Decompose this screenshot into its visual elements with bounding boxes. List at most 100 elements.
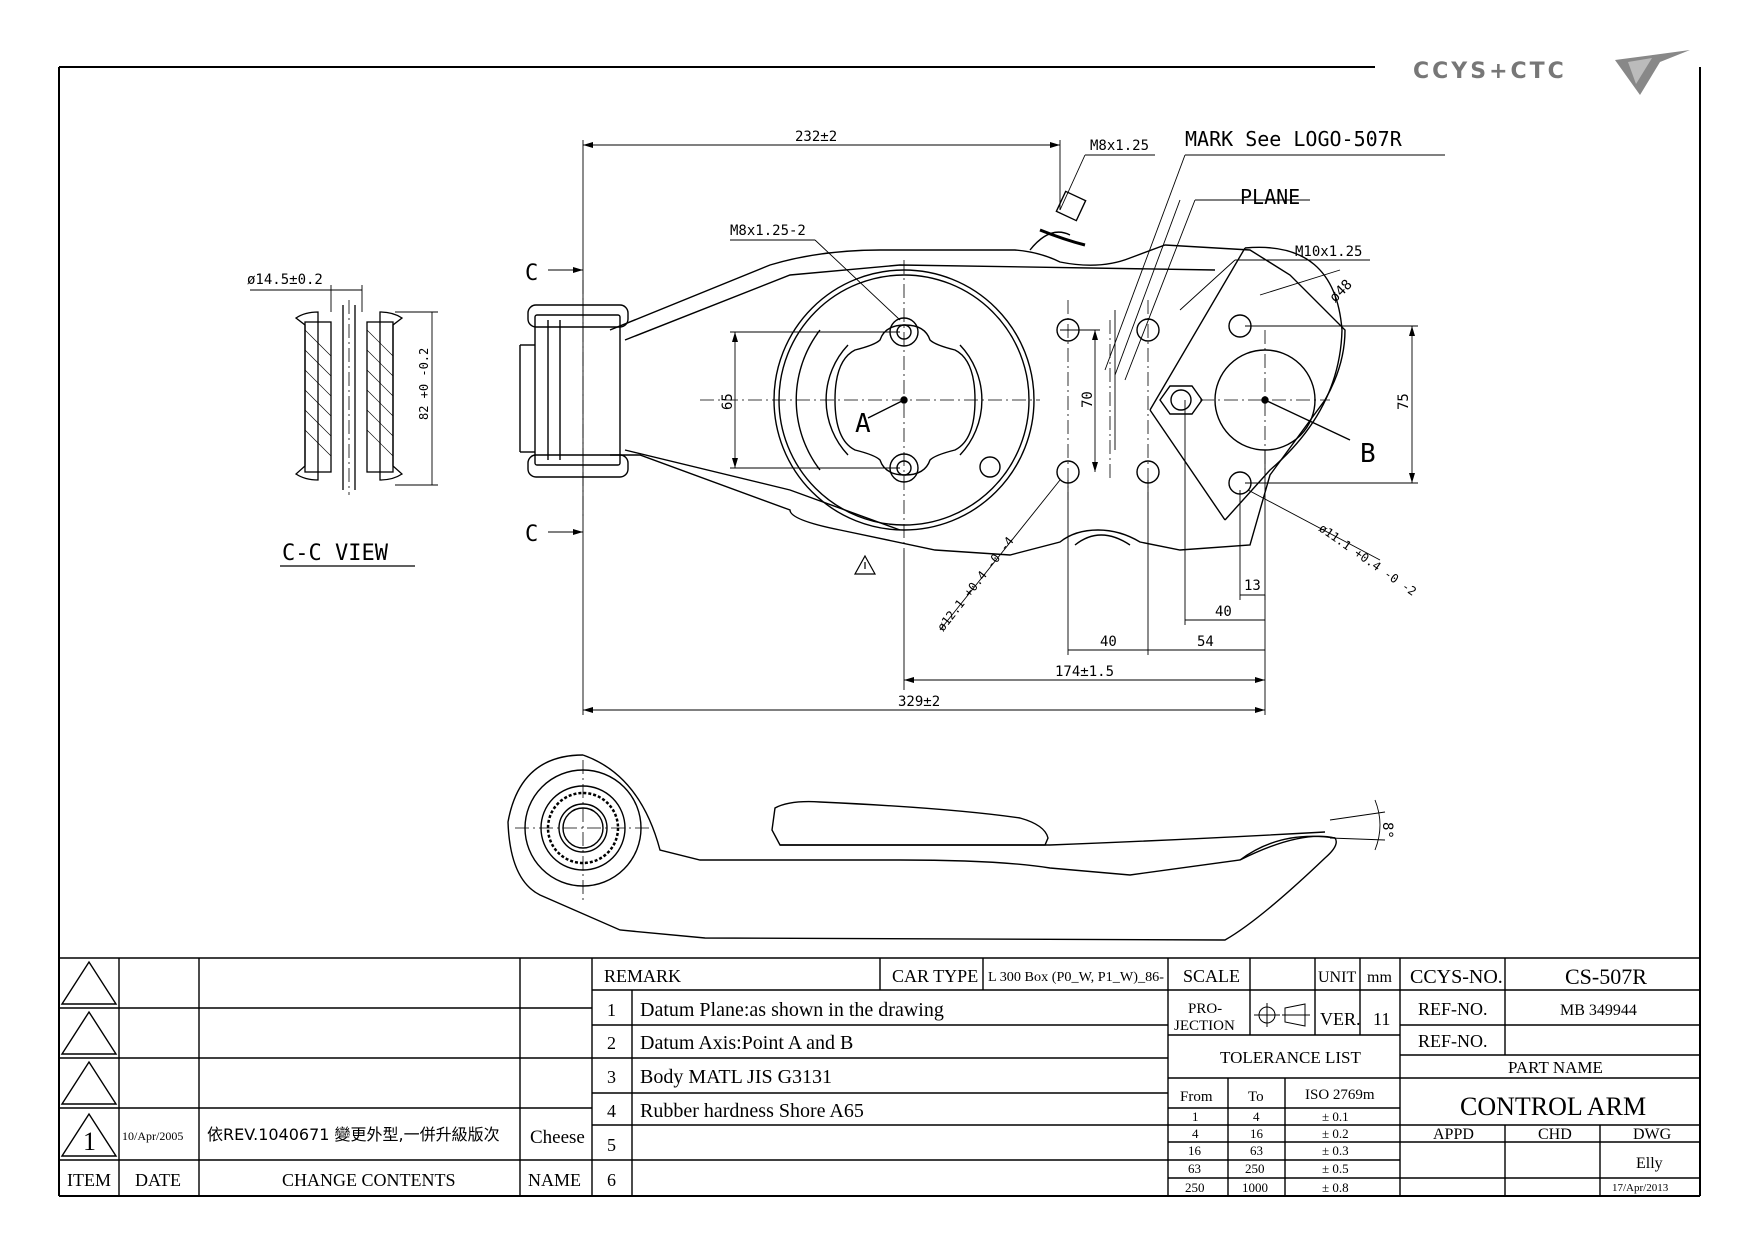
point-a-label: A bbox=[855, 409, 871, 439]
unit-label: UNIT bbox=[1318, 969, 1356, 986]
remark-3-text: Body MATL JIS G3131 bbox=[640, 1066, 832, 1088]
cc-view-title: C-C VIEW bbox=[282, 541, 389, 566]
dwg-label: DWG bbox=[1633, 1126, 1672, 1143]
remark-1-text: Datum Plane:as shown in the drawing bbox=[640, 999, 944, 1021]
tolerance-title: TOLERANCE LIST bbox=[1220, 1048, 1361, 1067]
dim-40-right: 40 bbox=[1215, 604, 1232, 620]
dim-m8-2: M8x1.25-2 bbox=[730, 223, 806, 239]
dim-angle-8: 8° bbox=[1379, 822, 1395, 839]
dim-54: 54 bbox=[1197, 634, 1214, 650]
ref-no-value: MB 349944 bbox=[1560, 1002, 1637, 1019]
mark-logo-label: MARK See LOGO-507R bbox=[1185, 127, 1403, 151]
scale-label: SCALE bbox=[1183, 966, 1240, 986]
logo-swoosh-icon bbox=[1615, 50, 1690, 95]
tol-row-1-tol: ± 0.1 bbox=[1322, 1109, 1349, 1124]
dim-65: 65 bbox=[720, 393, 736, 410]
ref-no-label: REF-NO. bbox=[1418, 999, 1488, 1019]
sheet-border bbox=[58, 66, 1701, 1197]
tol-row-5-to: 1000 bbox=[1242, 1180, 1268, 1195]
remark-2-no: 2 bbox=[607, 1033, 616, 1053]
ref-no-2-label: REF-NO. bbox=[1418, 1031, 1488, 1051]
revision-row-1-name: Cheese bbox=[530, 1127, 585, 1148]
tol-header-iso: ISO 2769m bbox=[1305, 1087, 1375, 1103]
dim-70: 70 bbox=[1080, 391, 1096, 408]
remark-6-no: 6 bbox=[607, 1170, 616, 1190]
tol-row-2-to: 16 bbox=[1250, 1126, 1264, 1141]
warning-triangle-icon bbox=[853, 554, 877, 575]
dim-75: 75 bbox=[1396, 393, 1412, 410]
tol-row-3-to: 63 bbox=[1250, 1143, 1263, 1158]
dim-48: ø48 bbox=[1327, 277, 1356, 306]
dwg-name: Elly bbox=[1636, 1155, 1663, 1172]
header-date: DATE bbox=[135, 1170, 181, 1190]
tol-row-3-from: 16 bbox=[1188, 1143, 1202, 1158]
dim-40-left: 40 bbox=[1100, 634, 1117, 650]
remark-3-no: 3 bbox=[607, 1067, 616, 1087]
header-name: NAME bbox=[528, 1170, 581, 1190]
dim-13: 13 bbox=[1244, 578, 1261, 594]
tol-row-4-tol: ± 0.5 bbox=[1322, 1161, 1349, 1176]
remark-1-no: 1 bbox=[607, 1000, 616, 1020]
logo-text: CCYS+CTC bbox=[1413, 59, 1567, 84]
dim-14-5: ø14.5±0.2 bbox=[247, 272, 323, 288]
tol-row-2-from: 4 bbox=[1192, 1126, 1199, 1141]
side-view bbox=[507, 754, 1386, 941]
revision-row-1-contents: 依REV.1040671 變更外型,一併升級版次 bbox=[207, 1125, 500, 1144]
dim-m8-top: M8x1.25 bbox=[1090, 138, 1149, 154]
remark-5-no: 5 bbox=[607, 1135, 616, 1155]
company-logo: CCYS+CTC bbox=[1413, 50, 1690, 95]
projection-label-line2: JECTION bbox=[1174, 1018, 1235, 1034]
projection-symbol-icon bbox=[1254, 1003, 1310, 1027]
remark-label: REMARK bbox=[604, 966, 681, 986]
header-item: ITEM bbox=[67, 1170, 111, 1190]
header-change-contents: CHANGE CONTENTS bbox=[282, 1170, 456, 1190]
dim-329: 329±2 bbox=[898, 694, 940, 710]
dim-82: 82 +0 -0.2 bbox=[417, 348, 431, 420]
plane-label: PLANE bbox=[1240, 185, 1300, 209]
car-type-label: CAR TYPE bbox=[892, 966, 978, 986]
revision-row-1-date: 10/Apr/2005 bbox=[122, 1129, 183, 1143]
remark-2-text: Datum Axis:Point A and B bbox=[640, 1032, 853, 1054]
tol-header-from: From bbox=[1180, 1089, 1213, 1105]
title-block bbox=[59, 957, 1700, 1196]
dim-11-1: ø11.1 +0.4 -0 -2 bbox=[1316, 521, 1419, 599]
arrow-heads bbox=[573, 142, 1415, 713]
part-name-value: CONTROL ARM bbox=[1460, 1092, 1646, 1121]
appd-label: APPD bbox=[1433, 1126, 1474, 1143]
dim-12-1: ø12.1 +0.4 -0 -4 bbox=[934, 534, 1016, 634]
section-c-bottom: C bbox=[525, 522, 538, 547]
tol-row-3-tol: ± 0.3 bbox=[1322, 1143, 1349, 1158]
dimension-lines bbox=[548, 140, 1445, 715]
tol-row-2-tol: ± 0.2 bbox=[1322, 1126, 1349, 1141]
chd-label: CHD bbox=[1538, 1126, 1572, 1143]
ccys-no-label: CCYS-NO. bbox=[1410, 966, 1503, 988]
tol-row-4-from: 63 bbox=[1188, 1161, 1201, 1176]
remark-4-no: 4 bbox=[607, 1101, 616, 1121]
ver-value: 11 bbox=[1373, 1009, 1390, 1029]
cc-section-view bbox=[250, 285, 438, 567]
part-name-label: PART NAME bbox=[1508, 1058, 1603, 1077]
remark-4-text: Rubber hardness Shore A65 bbox=[640, 1100, 864, 1122]
dim-232: 232±2 bbox=[795, 129, 837, 145]
dwg-date: 17/Apr/2013 bbox=[1612, 1182, 1669, 1194]
ccys-no-value: CS-507R bbox=[1565, 964, 1647, 989]
tol-row-5-tol: ± 0.8 bbox=[1322, 1180, 1349, 1195]
car-type-value: L 300 Box (P0_W, P1_W)_86- bbox=[988, 970, 1164, 985]
cc-view-labels: ø14.5±0.2 82 +0 -0.2 C-C VIEW bbox=[247, 272, 431, 566]
dim-174: 174±1.5 bbox=[1055, 664, 1114, 680]
tol-header-to: To bbox=[1248, 1089, 1264, 1105]
section-c-top: C bbox=[525, 261, 538, 286]
title-block-text: 1 10/Apr/2005 依REV.1040671 變更外型,一併升級版次 C… bbox=[67, 964, 1672, 1195]
plan-view-labels: 232±2 M8x1.25 MARK See LOGO-507R PLANE M… bbox=[525, 127, 1419, 710]
revision-row-1-item: 1 bbox=[83, 1127, 96, 1156]
tol-row-1-from: 1 bbox=[1192, 1109, 1199, 1124]
dim-m10: M10x1.25 bbox=[1295, 244, 1362, 260]
ver-label: VER. bbox=[1320, 1009, 1361, 1029]
tol-row-5-from: 250 bbox=[1185, 1180, 1205, 1195]
plan-view bbox=[519, 190, 1351, 556]
unit-value: mm bbox=[1367, 969, 1392, 986]
tol-row-1-to: 4 bbox=[1253, 1109, 1260, 1124]
tol-row-4-to: 250 bbox=[1245, 1161, 1265, 1176]
point-b-label: B bbox=[1360, 439, 1376, 469]
